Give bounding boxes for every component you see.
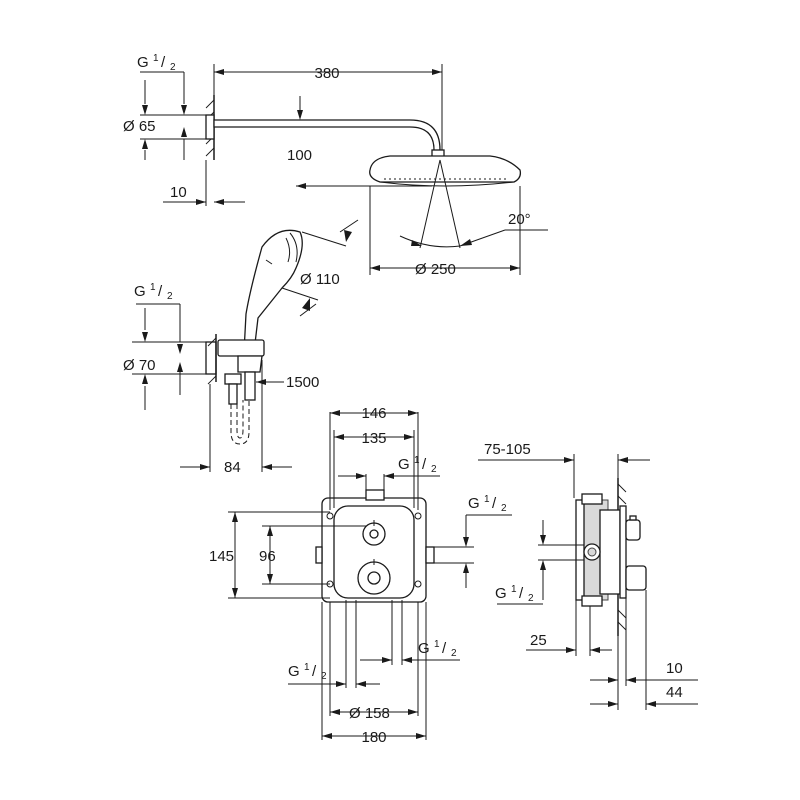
dim-25: 25 bbox=[530, 632, 547, 649]
thread-slash: / bbox=[312, 663, 317, 680]
wall-hatching-mid bbox=[207, 337, 217, 385]
dim-10-top: 10 bbox=[170, 184, 187, 201]
hose-connector-left bbox=[224, 373, 242, 385]
mount-hole-tl bbox=[326, 512, 334, 520]
thread-den: 2 bbox=[167, 291, 173, 302]
hand-shower-assembly: Ø 110 G 1 / 2 Ø 70 1500 84 bbox=[123, 219, 359, 476]
thermostat-knob-side bbox=[625, 565, 647, 591]
thread-num: 1 bbox=[484, 494, 490, 505]
mixer-side-view: 75-105 G 1 / 2 25 10 bbox=[478, 441, 698, 710]
d110-ext bbox=[301, 231, 347, 247]
thread-label-top-outlet: G 1 / 2 bbox=[398, 455, 437, 475]
thread-den: 2 bbox=[451, 648, 457, 659]
cover-plate bbox=[333, 505, 415, 599]
angle-arc bbox=[399, 235, 461, 248]
mount-hole-tr bbox=[414, 512, 422, 520]
thread-label-right-inlet: G 1 / 2 bbox=[468, 494, 507, 514]
thread-num: 1 bbox=[153, 53, 159, 64]
angle-line-left bbox=[419, 159, 441, 249]
head-shower-assembly: 380 G 1 / 2 Ø 65 100 10 bbox=[123, 53, 548, 278]
side-inlet-left bbox=[315, 546, 323, 564]
dim-145: 145 bbox=[209, 548, 234, 565]
thread-num: 1 bbox=[304, 662, 310, 673]
dim-135: 135 bbox=[361, 430, 386, 447]
thread-g: G bbox=[288, 663, 300, 680]
dim-96: 96 bbox=[259, 548, 276, 565]
dim-44: 44 bbox=[666, 684, 683, 701]
thread-den: 2 bbox=[170, 62, 176, 73]
mount-hole-br bbox=[414, 580, 422, 588]
thread-label-side: G 1 / 2 bbox=[495, 584, 534, 604]
top-outlet bbox=[365, 489, 385, 501]
dim-146: 146 bbox=[361, 405, 386, 422]
wall-outlet-rose bbox=[205, 341, 217, 375]
thread-label-mid: G 1 / 2 bbox=[134, 282, 173, 302]
dim-1500: 1500 bbox=[286, 374, 319, 391]
angle-line-right bbox=[439, 159, 461, 249]
dim-110: Ø 110 bbox=[300, 271, 340, 288]
thread-g: G bbox=[468, 495, 480, 512]
thread-slash: / bbox=[161, 54, 166, 71]
head-shower bbox=[369, 155, 522, 183]
thread-num: 1 bbox=[150, 282, 156, 293]
thread-label-bottom-right: G 1 / 2 bbox=[418, 639, 457, 659]
cover-plate-side bbox=[619, 505, 627, 599]
dim-158: Ø 158 bbox=[349, 705, 390, 722]
wall-hatching-side bbox=[617, 483, 627, 631]
dim-75-105: 75-105 bbox=[484, 441, 531, 458]
dim-380: 380 bbox=[314, 65, 339, 82]
hose-connector-right bbox=[244, 371, 256, 401]
thread-g: G bbox=[134, 283, 146, 300]
thread-slash: / bbox=[442, 640, 447, 657]
thread-den: 2 bbox=[321, 671, 327, 682]
dim-180: 180 bbox=[361, 729, 386, 746]
shower-arm bbox=[213, 119, 441, 153]
dim-65: Ø 65 bbox=[123, 118, 156, 135]
thread-den: 2 bbox=[431, 464, 437, 475]
thread-num: 1 bbox=[434, 639, 440, 650]
flow-knob-side bbox=[625, 519, 641, 541]
thread-label-bottom-left: G 1 / 2 bbox=[288, 662, 327, 682]
dim-70: Ø 70 bbox=[123, 357, 156, 374]
hand-shower bbox=[243, 229, 303, 353]
thread-den: 2 bbox=[528, 593, 534, 604]
side-inlet-right bbox=[425, 546, 435, 564]
shower-arm-rose bbox=[205, 114, 215, 140]
thread-slash: / bbox=[422, 456, 427, 473]
thread-g: G bbox=[398, 456, 410, 473]
hand-shower-holder bbox=[217, 339, 265, 357]
thread-g: G bbox=[137, 54, 149, 71]
thread-g: G bbox=[418, 640, 430, 657]
dim-84: 84 bbox=[224, 459, 241, 476]
dim-100: 100 bbox=[287, 147, 312, 164]
dim-10-side: 10 bbox=[666, 660, 683, 677]
thread-den: 2 bbox=[501, 503, 507, 514]
thread-num: 1 bbox=[414, 455, 420, 466]
shower-hose bbox=[230, 400, 250, 445]
dim-250: Ø 250 bbox=[415, 261, 456, 278]
thread-slash: / bbox=[158, 283, 163, 300]
mixer-front-view: 146 135 G 1 / 2 G 1 / 2 bbox=[209, 405, 512, 746]
dim-20deg: 20° bbox=[508, 211, 531, 228]
thread-g: G bbox=[495, 585, 507, 602]
thread-label-top: G 1 / 2 bbox=[137, 53, 176, 73]
thread-num: 1 bbox=[511, 584, 517, 595]
thread-slash: / bbox=[519, 585, 524, 602]
thread-slash: / bbox=[492, 495, 497, 512]
